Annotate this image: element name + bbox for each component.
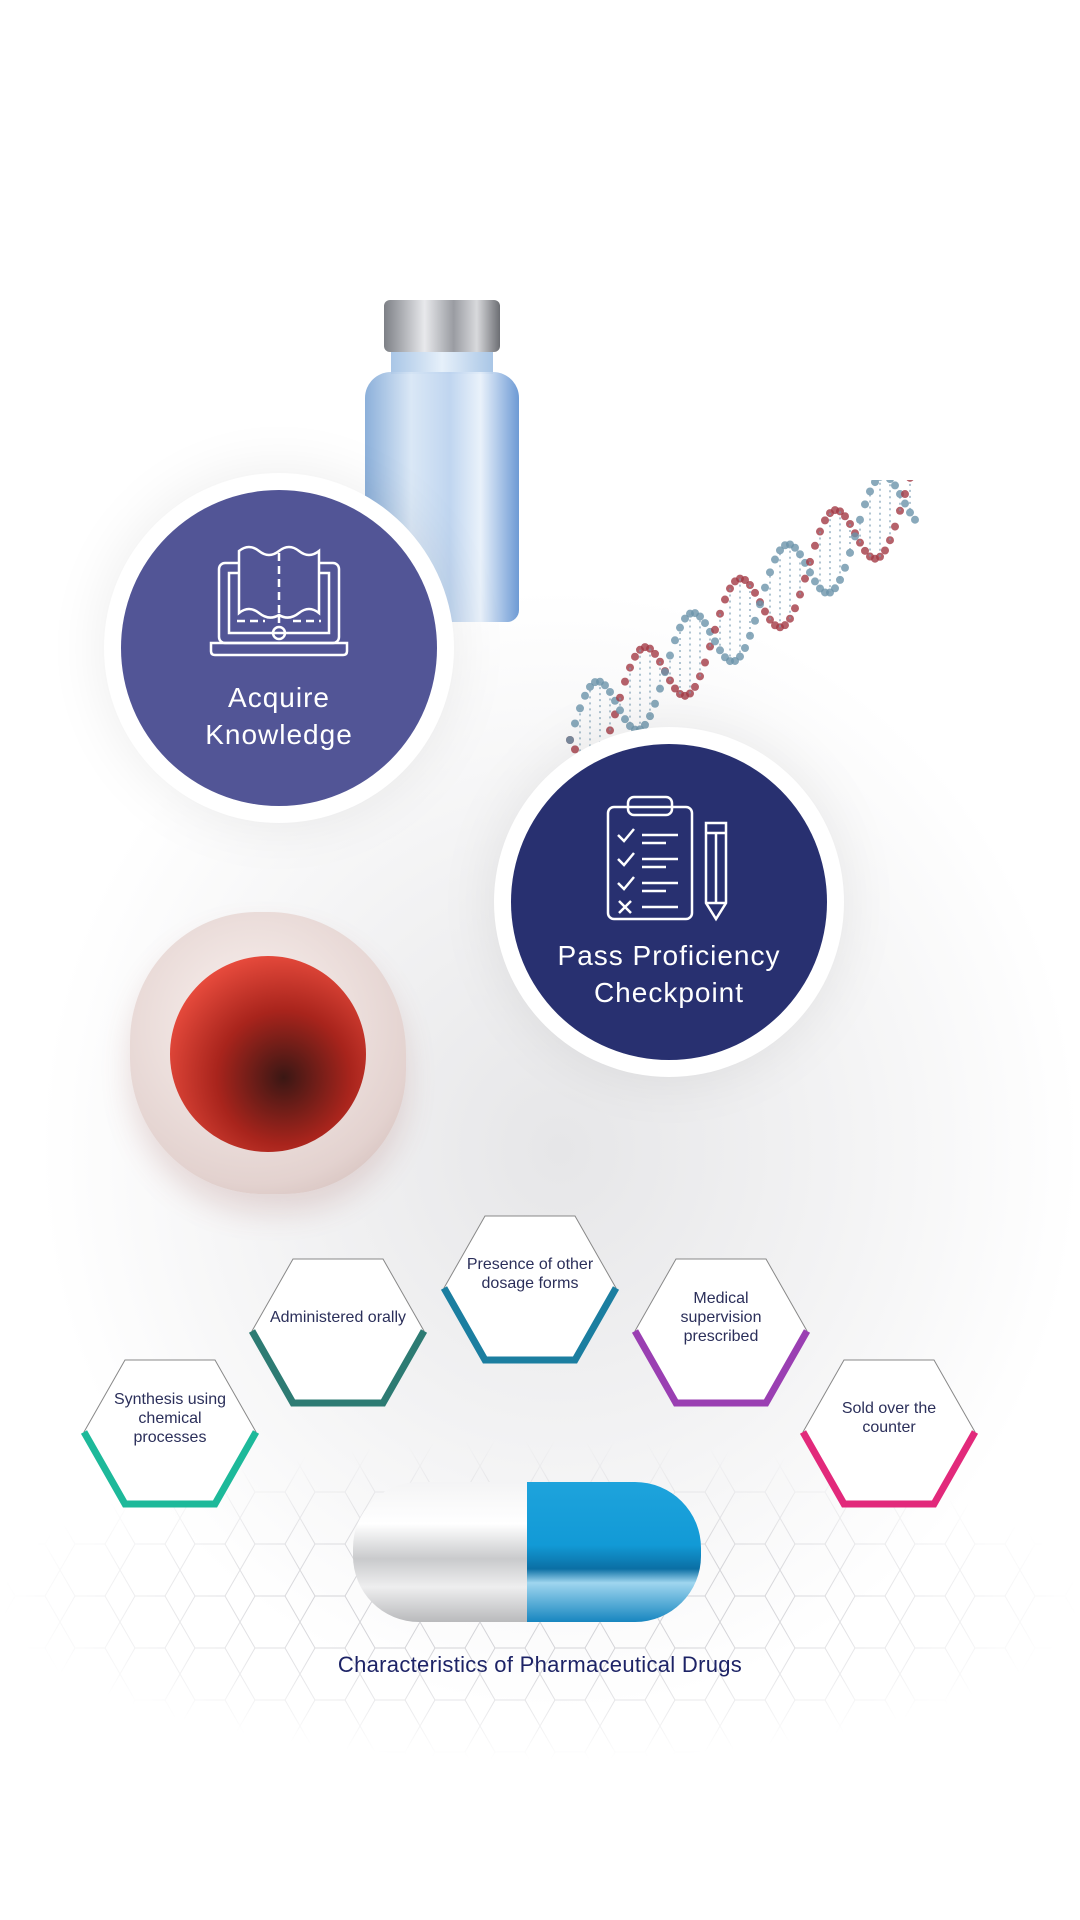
characteristic-label: Synthesis using chemical processes (113, 1390, 227, 1446)
hexagon-shape (799, 1359, 979, 1508)
step-label: Pass Proficiency (557, 940, 781, 971)
characteristic-label: Sold over the counter (841, 1400, 937, 1436)
characteristic-hexagon: Medical supervision prescribed (631, 1257, 811, 1409)
diagram-title: Characteristics of Pharmaceutical Drugs (337, 1652, 743, 1677)
capsule-image (353, 1482, 701, 1622)
characteristic-hexagon: Synthesis using chemical processes (80, 1358, 260, 1510)
characteristic-label: Administered orally (269, 1308, 407, 1326)
characteristic-hexagon: Presence of other dosage forms (440, 1214, 620, 1366)
characteristic-label: Presence of other dosage forms (466, 1256, 594, 1292)
hexagon-shape (631, 1258, 811, 1407)
characteristic-label: Medical supervision prescribed (680, 1289, 762, 1345)
step-pass-proficiency-checkpoint: Pass Proficiency Checkpoint (511, 744, 827, 1060)
step-acquire-knowledge: Acquire Knowledge (121, 490, 437, 806)
step-label: Checkpoint (593, 977, 745, 1008)
step-label: Acquire (228, 682, 330, 713)
step-label: Knowledge (205, 719, 353, 750)
laptop-book-icon (209, 545, 349, 657)
dna-helix-image (566, 480, 919, 769)
hexagon-shape (248, 1258, 428, 1407)
hexagon-shape (440, 1215, 620, 1364)
characteristic-hexagon: Administered orally (248, 1257, 428, 1409)
characteristic-hexagon: Sold over the counter (799, 1358, 979, 1510)
clipboard-checklist-icon (606, 795, 728, 922)
cell-image (130, 912, 406, 1194)
hexagon-shape (80, 1359, 260, 1508)
